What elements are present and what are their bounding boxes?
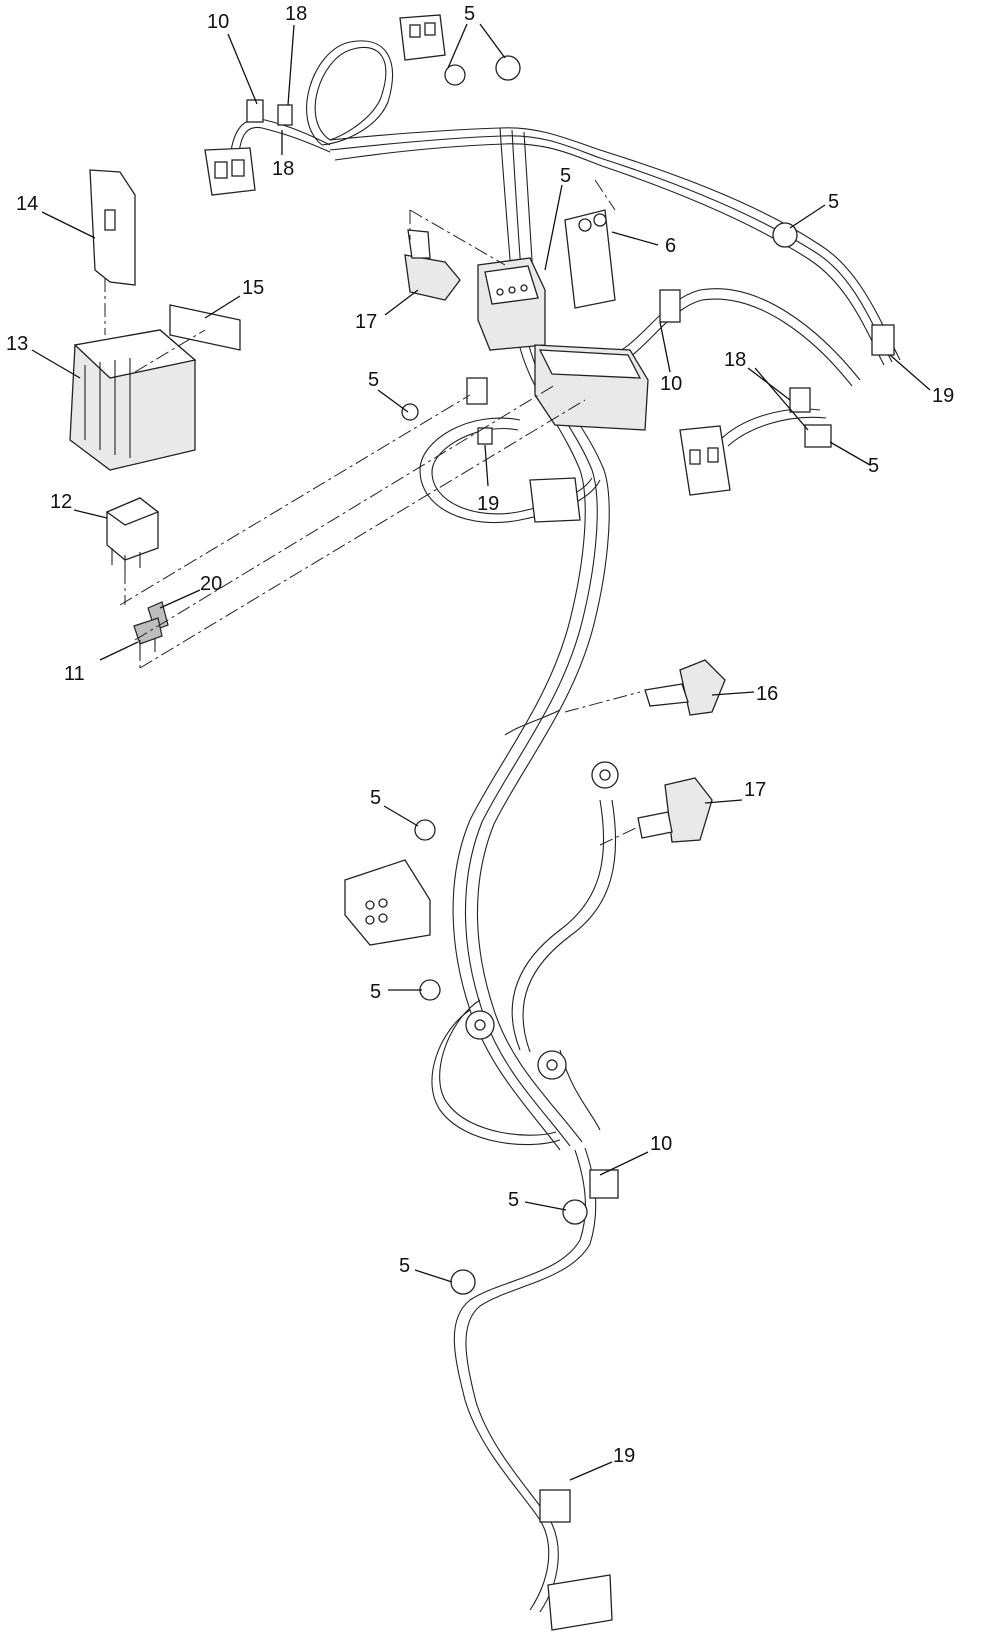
callout-14: 14 <box>16 193 38 215</box>
cable-ties-5 <box>401 55 798 1295</box>
clips <box>246 99 895 1523</box>
callout-10: 10 <box>650 1133 672 1155</box>
connector-6 <box>564 209 616 309</box>
fuse-11 <box>133 617 163 660</box>
callout-17: 17 <box>744 779 766 801</box>
callout-5: 5 <box>508 1189 519 1211</box>
callout-17: 17 <box>355 311 377 333</box>
callout-5: 5 <box>828 191 839 213</box>
cap-17-upper <box>404 229 461 301</box>
relay-fuse-box-13 <box>69 329 197 471</box>
cap-17-lower <box>637 777 713 843</box>
callout-5: 5 <box>399 1255 410 1277</box>
callout-10: 10 <box>660 373 682 395</box>
callout-19: 19 <box>932 385 954 407</box>
callout-5: 5 <box>560 165 571 187</box>
callout-10: 10 <box>207 11 229 33</box>
callout-13: 13 <box>6 333 28 355</box>
label-15 <box>169 304 241 351</box>
callout-5: 5 <box>368 369 379 391</box>
callout-16: 16 <box>756 683 778 705</box>
callout-5: 5 <box>868 455 879 477</box>
cap-16 <box>644 659 726 716</box>
callout-5: 5 <box>370 981 381 1003</box>
callout-20: 20 <box>200 573 222 595</box>
bracket-14 <box>89 169 136 286</box>
connector-lower-left <box>344 859 431 946</box>
callout-5: 5 <box>464 3 475 25</box>
callout-11: 11 <box>64 663 85 685</box>
callout-18: 18 <box>724 349 746 371</box>
connector-top-left <box>204 147 256 196</box>
terminal-ring-lower <box>465 1010 567 1080</box>
callout-18: 18 <box>285 3 307 25</box>
main-harness <box>229 40 901 1613</box>
terminal-ring-upper <box>591 761 619 789</box>
callout-15: 15 <box>242 277 264 299</box>
callout-6: 6 <box>665 235 676 257</box>
fuse-block-center <box>534 344 649 431</box>
callouts: 10 18 18 5 14 15 13 5 6 17 5 10 18 19 5 … <box>6 3 954 1467</box>
connector-right <box>679 425 731 496</box>
connector-multipin-center <box>477 257 546 351</box>
callout-19: 19 <box>477 493 499 515</box>
callout-5: 5 <box>370 787 381 809</box>
callout-12: 12 <box>50 491 72 513</box>
connector-top-center <box>399 14 446 61</box>
relay-12 <box>105 497 160 572</box>
leader-lines <box>31 23 931 1481</box>
assembly-lines <box>104 179 641 846</box>
connector-bottom <box>547 1574 613 1631</box>
callout-18: 18 <box>272 158 294 180</box>
connector-mid-center <box>529 477 581 523</box>
callout-19: 19 <box>613 1445 635 1467</box>
